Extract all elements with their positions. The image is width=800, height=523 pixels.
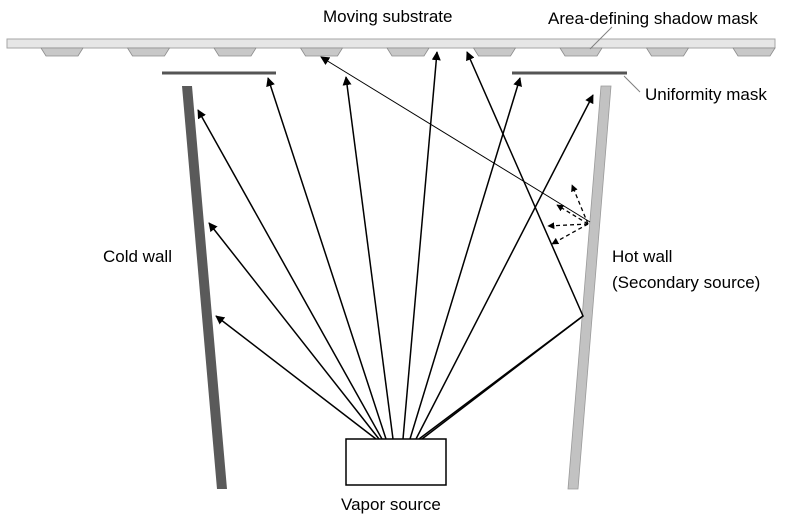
- scatter-arrow: [547, 222, 589, 230]
- vapor-arrow: [415, 94, 594, 440]
- shadow-mask-label: Area-defining shadow mask: [548, 9, 758, 28]
- secondary-source-label: (Secondary source): [612, 273, 760, 292]
- shadow-mask-piece: [386, 47, 430, 57]
- scatter-arrow: [551, 223, 589, 245]
- direct-vapor-arrows: [197, 51, 594, 440]
- shadow-mask-piece: [40, 47, 84, 57]
- vapor-source-box: [345, 438, 447, 486]
- vapor-arrow: [409, 77, 522, 440]
- scatter-arrow: [556, 204, 589, 225]
- vapor-arrow: [197, 109, 383, 440]
- scatter-arrow: [571, 184, 589, 225]
- vapor-arrow: [208, 222, 380, 440]
- shadow-mask-piece: [126, 47, 171, 57]
- shadow-mask-piece: [213, 47, 257, 57]
- shadow-mask-piece: [472, 47, 517, 57]
- uniformity-mask-label: Uniformity mask: [645, 85, 767, 104]
- hot-wall-label: Hot wall: [612, 247, 672, 266]
- vapor-arrow: [402, 51, 441, 440]
- moving-substrate-bar: [6, 38, 776, 49]
- cold-wall-label: Cold wall: [103, 247, 172, 266]
- vapor-arrow: [342, 76, 394, 440]
- uniformity-mask-leader: [623, 75, 641, 93]
- moving-substrate-label: Moving substrate: [323, 7, 452, 26]
- hot-wall-bar: [567, 85, 612, 490]
- vapor-arrow: [215, 315, 377, 440]
- shadow-mask-piece: [559, 47, 603, 57]
- shadow-mask-piece: [299, 47, 344, 57]
- re-evaporation-arrow: [320, 56, 591, 223]
- shadow-mask-leader: [589, 26, 613, 50]
- shadow-mask-group: [40, 47, 776, 57]
- shadow-mask-piece: [732, 47, 776, 57]
- vapor-arrow: [418, 315, 584, 440]
- vapor-arrow: [266, 77, 387, 440]
- cold-wall-bar: [182, 86, 227, 489]
- vapor-source-label: Vapor source: [341, 495, 441, 514]
- shadow-mask-piece: [645, 47, 690, 57]
- scatter-arrows: [547, 184, 589, 245]
